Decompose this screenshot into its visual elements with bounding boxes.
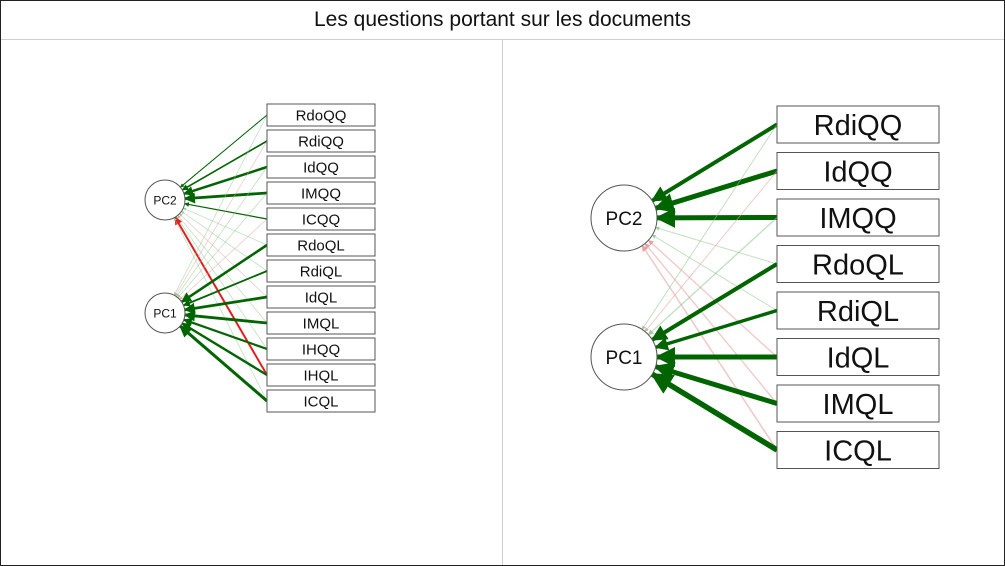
right-item-box-idqq	[776, 152, 940, 190]
right-item-label-idqq: IdQQ	[823, 156, 892, 188]
left-item-box-imql	[266, 311, 376, 335]
right-loading-edge-pc1-imqq	[647, 216, 778, 336]
right-item-box-rdoql	[776, 245, 940, 283]
right-item-label-rdiql: RdiQL	[817, 296, 899, 328]
right-loading-edge-pc2-rdiql	[651, 234, 778, 311]
left-loading-edge-pc2-ihqq	[175, 216, 268, 350]
left-loading-edge-pc2-idqq	[183, 165, 268, 196]
left-factor-node-pc1	[144, 292, 186, 334]
left-item-label-idql: IdQL	[305, 289, 338, 306]
right-loading-edge-pc2-rdiqq	[650, 122, 779, 203]
left-factor-node-pc2	[144, 179, 186, 221]
right-loading-edge-pc2-idqq	[653, 168, 778, 213]
left-item-box-icqq	[266, 207, 376, 231]
left-item-box-imqq	[266, 181, 376, 205]
left-loading-edge-pc2-imql	[177, 215, 268, 324]
right-item-label-rdoql: RdoQL	[812, 249, 904, 281]
right-item-box-imql	[776, 384, 940, 423]
left-item-label-ihql: IHQL	[303, 367, 338, 384]
panel-divider	[502, 40, 503, 565]
right-loading-edge-pc2-idql	[647, 239, 778, 358]
right-item-label-idql: IdQL	[827, 342, 890, 374]
left-loading-edge-pc1-rdoql	[180, 243, 268, 303]
left-item-box-icql	[266, 389, 376, 413]
right-factor-node-pc1	[590, 323, 658, 391]
left-item-label-rdoql: RdoQL	[297, 237, 345, 254]
title-bar: Les questions portant sur les documents	[1, 1, 1004, 40]
left-loading-edge-pc2-icql	[173, 217, 268, 402]
left-loading-edge-pc2-rdiqq	[181, 140, 268, 191]
right-loading-edge-pc1-rdiqq	[641, 124, 778, 330]
left-item-box-rdiqq	[266, 129, 376, 153]
right-item-box-icql	[776, 431, 940, 469]
left-edges	[173, 114, 268, 403]
left-loading-edge-pc1-idqq	[176, 166, 268, 297]
left-item-label-idqq: IdQQ	[303, 159, 339, 176]
left-loading-edge-pc1-imql	[183, 310, 268, 325]
right-loading-edge-pc2-imql	[644, 243, 778, 404]
left-item-label-imql: IMQL	[303, 315, 340, 332]
left-loading-edge-pc1-ihqq	[183, 318, 268, 351]
right-loading-edge-pc1-rdiql	[654, 308, 778, 351]
left-item-box-ihqq	[266, 337, 376, 361]
left-loading-edge-pc1-idql	[183, 295, 268, 314]
right-item-label-icql: ICQL	[824, 435, 892, 467]
left-loading-edge-pc2-rdiql	[181, 211, 268, 272]
right-loading-edge-pc2-rdoql	[655, 226, 778, 265]
left-item-label-rdoqq: RdoQQ	[296, 107, 347, 124]
left-loading-edge-pc1-icql	[179, 324, 268, 403]
left-item-label-rdiql: RdiQL	[300, 263, 343, 280]
right-item-box-imqq	[776, 198, 940, 237]
left-loading-edge-pc1-icqq	[179, 218, 268, 300]
left-loading-edge-pc1-rdiql	[182, 270, 268, 307]
left-factor-label-pc2: PC2	[153, 193, 177, 207]
left-item-box-ihql	[266, 363, 376, 387]
right-factor-node-pc2	[590, 184, 658, 252]
left-loading-edge-pc2-idql	[179, 213, 268, 298]
left-factor-label-pc1: PC1	[153, 306, 177, 320]
left-loading-edge-pc2-ihql	[174, 216, 268, 376]
right-loading-edge-pc1-icql	[650, 371, 779, 453]
left-item-label-icql: ICQL	[303, 393, 338, 410]
right-edges	[641, 122, 779, 453]
right-factor-label-pc2: PC2	[606, 209, 643, 230]
right-factor-label-pc1: PC1	[606, 348, 643, 369]
right-item-label-rdiqq: RdiQQ	[814, 110, 903, 142]
left-item-label-ihqq: IHQQ	[302, 341, 340, 358]
right-item-label-imql: IMQL	[823, 389, 894, 421]
right-item-box-rdiqq	[776, 105, 940, 144]
right-item-label-imqq: IMQQ	[819, 203, 896, 235]
left-loading-edge-pc2-imqq	[183, 191, 268, 204]
figure-title: Les questions portant sur les documents	[313, 8, 692, 31]
left-item-label-imqq: IMQQ	[301, 185, 341, 202]
right-item-box-idql	[776, 338, 940, 376]
left-item-label-icqq: ICQQ	[302, 211, 340, 228]
right-loading-edge-pc2-icql	[641, 245, 778, 451]
left-item-box-idqq	[266, 155, 376, 179]
left-loading-edge-pc1-imqq	[177, 192, 268, 299]
right-item-box-rdiql	[776, 291, 940, 330]
left-item-box-rdoql	[266, 233, 376, 257]
left-loading-edge-pc1-rdoqq	[173, 114, 268, 296]
right-loading-edge-pc1-rdoql	[650, 262, 779, 342]
right-loading-edge-pc1-idqq	[644, 170, 778, 332]
left-loading-edge-pc1-rdiqq	[174, 140, 268, 297]
left-item-label-rdiqq: RdiQQ	[298, 133, 344, 150]
left-item-box-rdoqq	[266, 103, 376, 127]
left-loading-edge-pc2-icqq	[184, 202, 268, 220]
left-loading-edge-pc1-ihql	[181, 322, 268, 377]
left-loading-edge-pc2-rdoqq	[180, 114, 268, 188]
left-item-box-rdiql	[266, 259, 376, 283]
left-item-box-idql	[266, 285, 376, 309]
right-loading-edge-pc1-imql	[653, 362, 778, 406]
